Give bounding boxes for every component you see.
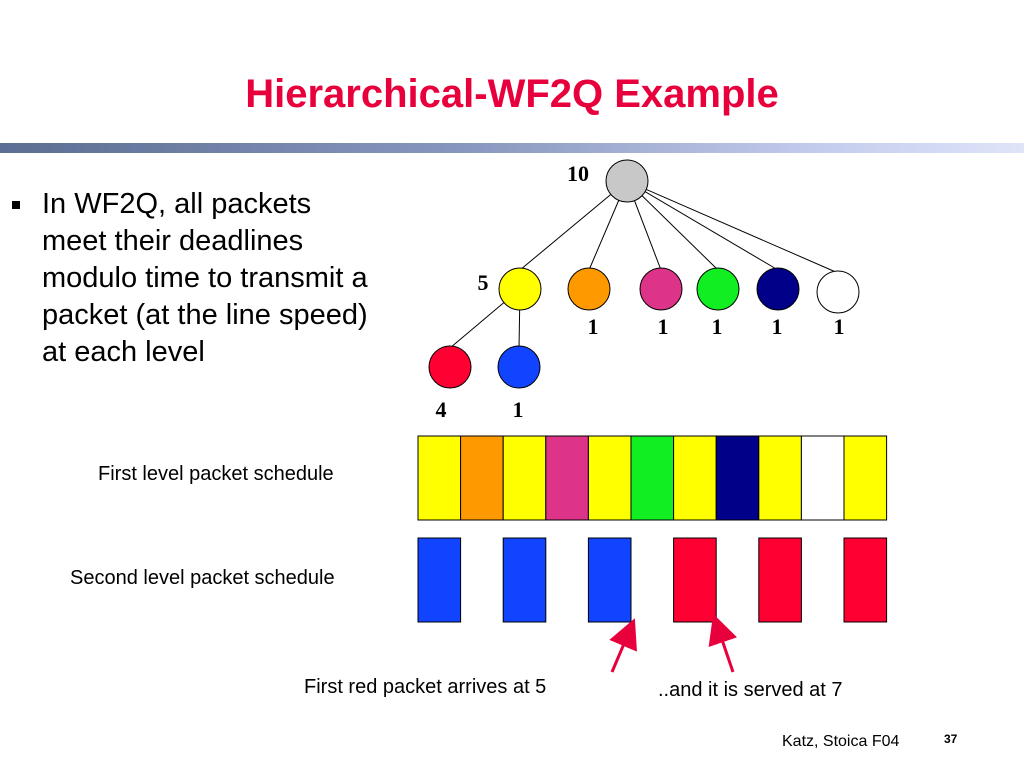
slide-title: Hierarchical-WF2Q Example bbox=[245, 72, 779, 116]
first-level-slot bbox=[673, 435, 717, 521]
arrives-arrow bbox=[609, 618, 637, 673]
second-level-slot bbox=[417, 537, 462, 623]
bullet-icon bbox=[12, 201, 20, 209]
tree-edge bbox=[626, 180, 839, 274]
root-node bbox=[605, 159, 649, 203]
served-arrow bbox=[708, 613, 738, 673]
grandchild-node bbox=[497, 345, 541, 389]
child-node bbox=[639, 267, 683, 311]
child-node bbox=[756, 267, 800, 311]
child-node bbox=[696, 267, 740, 311]
child-node bbox=[498, 267, 542, 311]
child-weight: 1 bbox=[588, 314, 599, 339]
second-level-slot bbox=[502, 537, 547, 623]
grandchild-weight: 4 bbox=[436, 397, 447, 422]
second-level-label: Second level packet schedule bbox=[70, 567, 335, 589]
tree-edge bbox=[519, 180, 628, 271]
footer-author: Katz, Stoica F04 bbox=[782, 733, 900, 750]
grandchild-node bbox=[428, 345, 472, 389]
second-level-slot bbox=[843, 537, 888, 623]
first-level-slot bbox=[843, 435, 888, 521]
child-node bbox=[816, 270, 860, 314]
first-level-slot bbox=[758, 435, 802, 521]
arrives-label: First red packet arrives at 5 bbox=[304, 676, 547, 698]
child-weight: 1 bbox=[772, 314, 783, 339]
first-level-slot bbox=[800, 435, 845, 521]
first-level-slot bbox=[460, 435, 504, 521]
first-level-slot bbox=[587, 435, 632, 521]
first-level-slot bbox=[545, 435, 589, 521]
root-weight: 10 bbox=[567, 161, 589, 186]
first-level-label: First level packet schedule bbox=[98, 463, 334, 485]
tree-edge bbox=[626, 180, 779, 271]
child-weight: 5 bbox=[478, 270, 489, 295]
second-level-slot bbox=[673, 537, 717, 623]
child-node bbox=[567, 267, 611, 311]
first-level-slot bbox=[630, 435, 675, 521]
first-level-slot bbox=[502, 435, 547, 521]
page-number: 37 bbox=[944, 732, 958, 746]
second-level-slot bbox=[587, 537, 632, 623]
bullet-text: In WF2Q, all packets meet their deadline… bbox=[42, 188, 368, 368]
second-level-slot bbox=[758, 537, 802, 623]
child-weight: 1 bbox=[712, 314, 723, 339]
child-weight: 1 bbox=[834, 314, 845, 339]
first-level-slot bbox=[715, 435, 760, 521]
grandchild-weight: 1 bbox=[513, 397, 524, 422]
first-level-slot bbox=[417, 435, 462, 521]
child-weight: 1 bbox=[658, 314, 669, 339]
title-divider bbox=[0, 143, 1024, 153]
served-label: ..and it is served at 7 bbox=[658, 679, 843, 701]
